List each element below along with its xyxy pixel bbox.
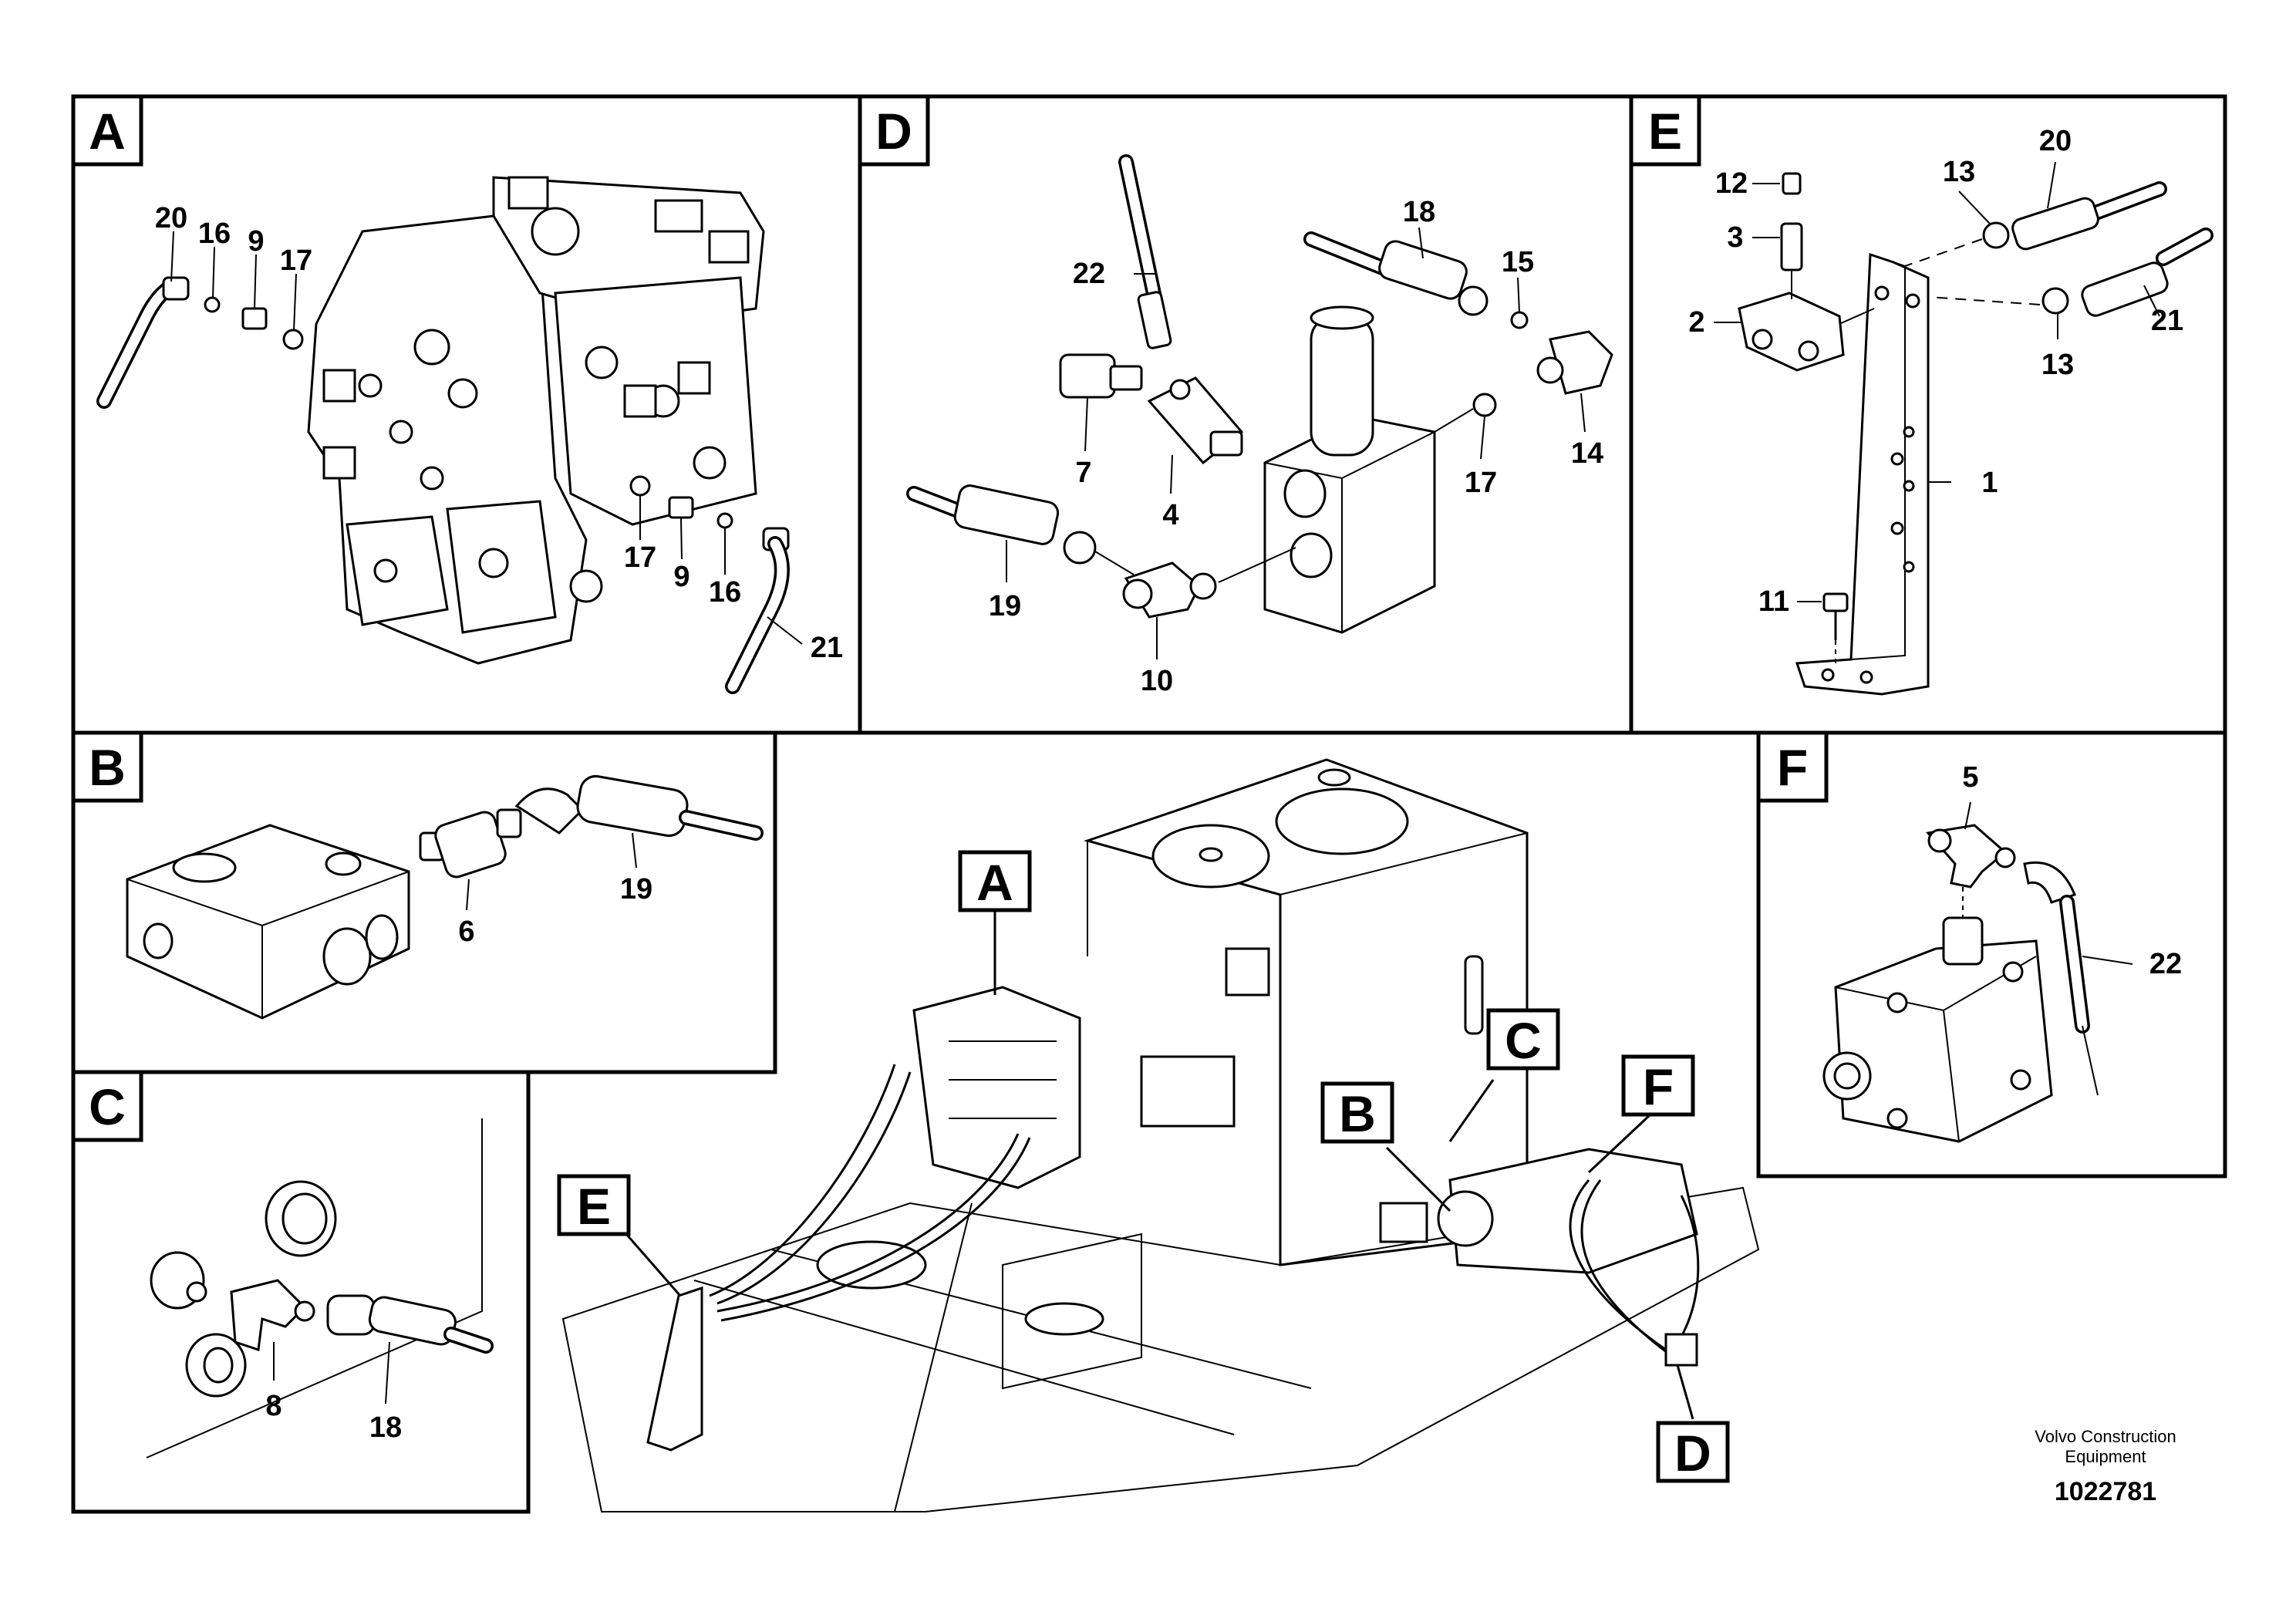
bolt-11 — [1822, 592, 1849, 663]
panel-e-tag: E — [1648, 103, 1682, 160]
callout: 1 — [1981, 467, 1998, 499]
hose-20-21 — [1904, 181, 2213, 317]
callout: 22 — [1073, 258, 1105, 290]
drawing-number: 1022781 — [2055, 1477, 2156, 1506]
machine-overview: A B C D E F — [557, 758, 1760, 1512]
hose-18 — [1303, 231, 1529, 329]
tee-fitting-5-hose-22 — [1926, 824, 2099, 1096]
callout: 13 — [2041, 349, 2074, 381]
company-name-line2: Equipment — [2065, 1447, 2146, 1466]
panel-e: E — [1629, 94, 2227, 735]
callout: 17 — [280, 244, 312, 277]
callout: 11 — [1758, 585, 1789, 618]
company-name-line1: Volvo Construction — [2035, 1427, 2176, 1446]
callout: 18 — [369, 1411, 402, 1444]
tee-fitting-4 — [1059, 353, 1244, 465]
callout: 3 — [1727, 221, 1743, 254]
panel-c-parts — [146, 1118, 494, 1458]
callout: 16 — [709, 576, 741, 609]
valve-block-illustration — [1263, 305, 1436, 634]
overview-tag-b: B — [1339, 1085, 1376, 1142]
panel-b-tag: B — [89, 739, 126, 796]
fitting-6-hose-19 — [419, 774, 764, 878]
bracket-1 — [1795, 252, 1930, 696]
overview-tag-f: F — [1643, 1058, 1674, 1115]
callout: 15 — [1502, 246, 1534, 278]
callout: 7 — [1075, 457, 1091, 489]
panel-f-tag: F — [1777, 739, 1808, 796]
callout: 13 — [1943, 156, 1975, 188]
callout: 19 — [989, 590, 1021, 622]
panel-a: A — [71, 94, 862, 735]
valve-block-b — [126, 824, 410, 1020]
panel-b: B 6 19 — [71, 730, 777, 1074]
callout: 22 — [2149, 948, 2182, 980]
callout: 17 — [1465, 467, 1497, 499]
callout: 20 — [155, 202, 187, 234]
callout: 6 — [458, 916, 474, 948]
overview-tag-c: C — [1505, 1012, 1542, 1069]
hose-assembly-21 — [629, 475, 790, 694]
title-block: Volvo Construction Equipment 1022781 — [2035, 1427, 2176, 1506]
callout: 2 — [1688, 306, 1704, 339]
overview-tag-d: D — [1674, 1425, 1711, 1482]
pump-illustration-f — [1822, 916, 2053, 1143]
junction-block-2 — [1738, 172, 1875, 372]
hose-assembly-20 — [96, 276, 304, 409]
callout: 10 — [1141, 665, 1173, 697]
callout: 18 — [1403, 196, 1435, 228]
panel-c-tag: C — [89, 1078, 126, 1135]
callout: 12 — [1715, 167, 1748, 200]
panel-d: D — [858, 94, 1633, 735]
panel-f: F 5 22 — [1756, 730, 2227, 1179]
callout: 9 — [673, 561, 689, 593]
hose-22 — [1118, 154, 1172, 349]
control-valve-illustration — [307, 176, 765, 665]
callout: 16 — [198, 218, 231, 250]
callout: 4 — [1162, 499, 1178, 531]
panel-c: C 8 18 — [71, 1070, 531, 1514]
callout: 19 — [620, 873, 652, 905]
elbow-14 — [1434, 330, 1613, 433]
callout: 9 — [248, 225, 264, 258]
callout: 8 — [265, 1390, 282, 1422]
overview-tag-a: A — [976, 854, 1013, 911]
panel-a-tag: A — [89, 103, 126, 160]
callout: 14 — [1571, 437, 1603, 470]
callout: 21 — [2151, 305, 2183, 337]
callout: 21 — [811, 632, 843, 664]
callout: 20 — [2039, 125, 2072, 157]
panel-d-tag: D — [875, 103, 912, 160]
callout: 5 — [1962, 761, 1978, 794]
callout: 17 — [624, 541, 656, 574]
overview-tag-e: E — [577, 1178, 611, 1235]
hose-19 — [906, 484, 1296, 619]
